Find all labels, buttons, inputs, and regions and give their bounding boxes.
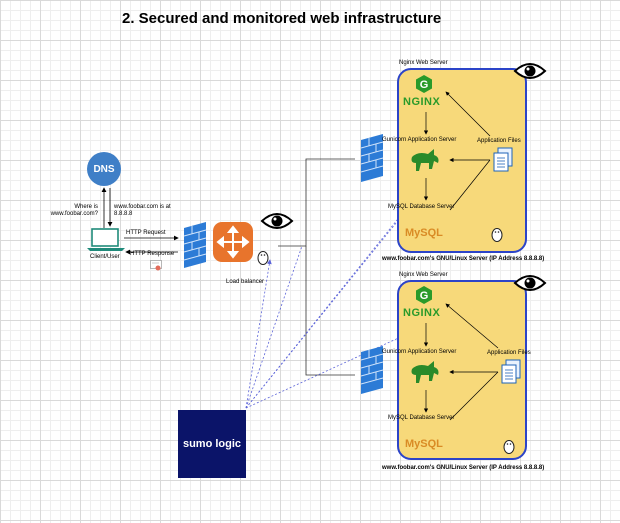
firewall-icon: [360, 346, 384, 394]
gunicorn-unicorn-icon: [411, 149, 439, 171]
app-server-label: Gunicorn Application Server: [382, 349, 457, 355]
load-balancer-label: Load balancer: [226, 279, 265, 285]
laptop-icon: [87, 228, 125, 251]
eye-icon: [513, 275, 547, 291]
linux-penguin-icon: [503, 440, 515, 454]
page-title: 2. Secured and monitored web infrastruct…: [122, 10, 442, 27]
mysql-logo: MySQL: [405, 227, 443, 239]
monitor-link-junction: [245, 245, 303, 409]
db-server-label: MySQL Database Server: [388, 204, 455, 210]
app-files-label: Application Files: [477, 138, 521, 144]
sumo-logic-logo: sumo logic: [178, 410, 246, 478]
nginx-icon: G: [416, 286, 432, 304]
document-icon: [493, 147, 513, 172]
http-response-label: HTTP Response: [130, 251, 175, 257]
client-label: Client/User: [90, 254, 120, 260]
eye-icon: [260, 213, 294, 229]
web-server-label: Nginx Web Server: [399, 272, 448, 278]
db-server-label: MySQL Database Server: [388, 415, 455, 421]
linux-penguin-icon: [257, 251, 269, 265]
monitor-link-lb: [245, 259, 272, 409]
firewall-icon: [360, 134, 384, 182]
document-icon: [501, 359, 521, 384]
svg-text:G: G: [420, 290, 429, 302]
eye-icon: [513, 63, 547, 79]
lb-to-server2-line: [305, 246, 355, 376]
nginx-icon: G: [416, 75, 432, 93]
linux-penguin-icon: [491, 228, 503, 242]
server-caption: www.foobar.com's GNU/Linux Server (IP Ad…: [382, 465, 545, 471]
app-files-label: Application Files: [487, 350, 531, 356]
monitor-link-server2: [245, 283, 517, 409]
nginx-logo: NGINX: [403, 96, 441, 108]
http-request-label: HTTP Request: [126, 230, 166, 236]
certificate-icon: [150, 260, 162, 271]
server-caption: www.foobar.com's GNU/Linux Server (IP Ad…: [382, 256, 545, 262]
firewall-icon: [183, 222, 207, 268]
lb-to-server1-line: [278, 158, 355, 247]
dns-icon: DNS: [87, 152, 121, 186]
app-server-label: Gunicorn Application Server: [382, 137, 457, 143]
mysql-logo: MySQL: [405, 438, 443, 450]
web-server-label: Nginx Web Server: [399, 60, 448, 66]
gunicorn-unicorn-icon: [411, 361, 439, 383]
dns-query-label: Where is www.foobar.com?: [50, 204, 98, 217]
nginx-logo: NGINX: [403, 307, 441, 319]
load-balancer-icon: [213, 222, 253, 262]
svg-text:G: G: [420, 79, 429, 91]
dns-answer-label: www.foobar.com is at 8.8.8.8: [114, 204, 171, 217]
